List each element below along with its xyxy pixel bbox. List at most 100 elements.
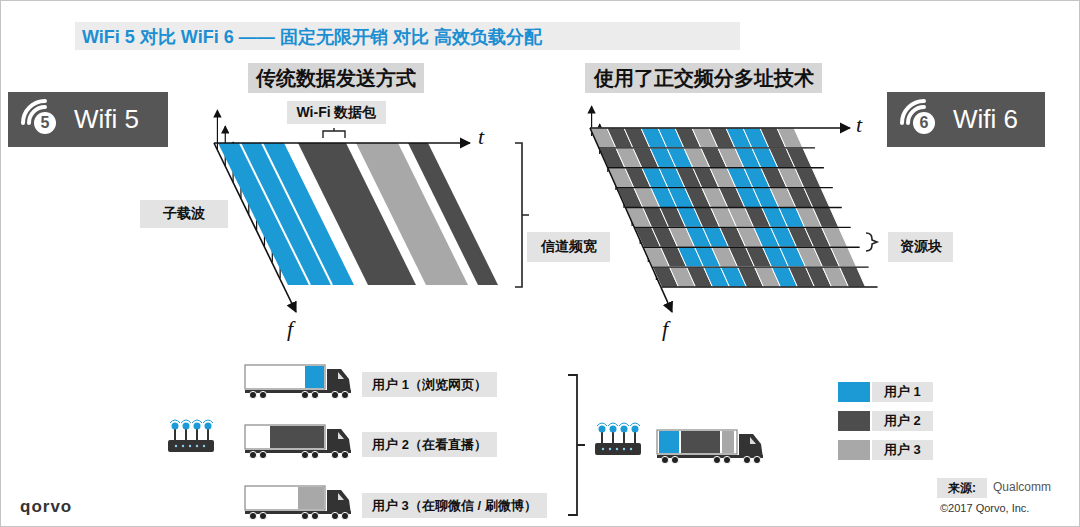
signal-arc (619, 423, 629, 426)
router-led (602, 448, 604, 450)
cab-window (338, 372, 344, 379)
truck-cab (327, 490, 351, 514)
packet-label-box: Wi-Fi 数据包 (287, 101, 386, 124)
wheel (311, 451, 318, 458)
wheel (249, 391, 256, 398)
trailer (657, 430, 737, 454)
wifi-badge: 5 Wifi 5 (8, 92, 168, 147)
label-box: 信道频宽 (527, 232, 610, 262)
legend-swatch (838, 440, 870, 460)
heading-band: 传统数据发送方式 (248, 63, 424, 93)
source-box: 来源: (937, 478, 987, 498)
box-text: Wi-Fi 数据包 (297, 104, 377, 122)
wheel (341, 451, 348, 458)
router-led (203, 445, 205, 447)
antenna-tip (610, 426, 617, 433)
box-text: 资源块 (900, 238, 942, 256)
wheel (259, 512, 266, 519)
antenna (196, 428, 198, 440)
frequency-axis (590, 128, 672, 312)
box-text: 用户 3（在聊微信 / 刷微博） (372, 497, 537, 515)
router-led (630, 448, 632, 450)
cab-window (338, 493, 344, 500)
resource-cell (813, 208, 839, 228)
antenna (612, 431, 614, 443)
label-box: 资源块 (888, 232, 953, 262)
router-led (623, 448, 625, 450)
legend-text: 用户 3 (872, 440, 933, 460)
truck-cab (327, 369, 351, 393)
wheel (661, 456, 668, 463)
row-line (644, 247, 860, 248)
router-body (168, 440, 214, 452)
wheel (753, 456, 760, 463)
resource-cell (777, 128, 803, 148)
resource-cell (795, 168, 821, 188)
antenna (623, 431, 625, 443)
packet-bracket (323, 128, 345, 138)
antenna (207, 428, 209, 440)
axis-label: f (662, 316, 668, 342)
cargo (270, 426, 324, 448)
wheel (341, 391, 348, 398)
antenna-tip (194, 423, 201, 430)
trailer (245, 425, 325, 449)
router-led (609, 448, 611, 450)
resource-cell (822, 227, 848, 247)
resource-cell (840, 267, 866, 287)
antenna-tip (205, 423, 212, 430)
truck-cab (739, 434, 763, 458)
row-line (608, 167, 824, 168)
badge-number: 5 (34, 112, 56, 134)
wheel (331, 512, 338, 519)
diagram-title: WiFi 5 对比 WiFi 6 —— 固定无限开销 对比 高效负载分配 (82, 24, 542, 50)
legend-swatch (838, 382, 870, 402)
router-led (182, 445, 184, 447)
router-led (616, 448, 618, 450)
router-led (196, 445, 198, 447)
merge-bracket (568, 375, 585, 515)
wheel (259, 391, 266, 398)
axis-label: t (478, 124, 484, 150)
box-text: 传统数据发送方式 (256, 65, 416, 92)
signal-arc (630, 423, 640, 426)
resource-cell (786, 148, 812, 168)
box-text: 来源: (948, 480, 976, 497)
heading-band: 使用了正交频分多址技术 (585, 63, 822, 93)
user-box: 用户 1（浏览网页） (362, 372, 497, 397)
wheel (311, 391, 318, 398)
antenna (185, 428, 187, 440)
box-text: 使用了正交频分多址技术 (594, 65, 814, 92)
signal-arc (181, 420, 191, 423)
antenna-tip (172, 423, 179, 430)
router-body (595, 443, 641, 455)
time-axis (590, 127, 850, 129)
trailer (245, 365, 325, 389)
wheel (259, 451, 266, 458)
antenna (634, 431, 636, 443)
signal-arc (192, 420, 202, 423)
axis-label: t (856, 112, 862, 138)
wheel (249, 512, 256, 519)
row-line (626, 207, 842, 208)
row-line (635, 227, 851, 228)
row-line (653, 266, 869, 267)
row-line (599, 147, 815, 148)
user-box: 用户 3（在聊微信 / 刷微博） (362, 493, 547, 518)
trailer (245, 486, 325, 510)
label-box: 子载波 (140, 200, 228, 228)
wheel (723, 456, 730, 463)
cab-window (750, 437, 756, 444)
resource-block-brace (866, 233, 877, 251)
badge-label: Wifi 5 (74, 104, 139, 135)
box-text: 信道频宽 (541, 238, 597, 256)
subcarrier-arrow (217, 110, 218, 150)
logo-text: qorvo (20, 497, 72, 517)
wheel (301, 512, 308, 519)
stripe-gap (240, 143, 310, 285)
legend-swatch (838, 411, 870, 431)
box-text: 用户 1（浏览网页） (372, 376, 487, 394)
legend-text: 用户 1 (872, 382, 933, 402)
